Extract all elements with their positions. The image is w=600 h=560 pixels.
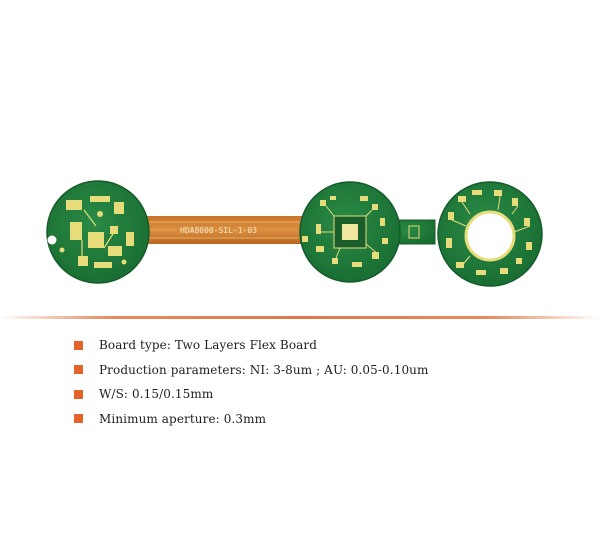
flex-label: HDA8000-SIL-1-03	[180, 226, 257, 235]
pcb-board-right	[437, 181, 543, 287]
square-bullet-icon	[74, 340, 83, 350]
pcb-board-left	[46, 180, 150, 284]
spec-text: Board type: Two Layers Flex Board	[99, 338, 318, 353]
square-bullet-icon	[74, 365, 83, 375]
spec-production-parameters: Production parameters: NI: 3-8um ; AU: 0…	[74, 358, 429, 383]
spec-text: W/S: 0.15/0.15mm	[99, 387, 214, 402]
spec-list: Board type: Two Layers Flex Board Produc…	[74, 333, 429, 431]
spec-line-width-spacing: W/S: 0.15/0.15mm	[74, 382, 429, 407]
spec-text: Minimum aperture: 0.3mm	[99, 411, 267, 426]
spec-board-type: Board type: Two Layers Flex Board	[74, 333, 429, 358]
square-bullet-icon	[74, 389, 83, 399]
spec-minimum-aperture: Minimum aperture: 0.3mm	[74, 407, 429, 432]
square-bullet-icon	[74, 414, 83, 424]
flex-pcb-image: HDA8000-SIL-1-03	[46, 180, 543, 287]
flex-tail: HDA8000-SIL-1-03	[138, 216, 310, 244]
spec-text: Production parameters: NI: 3-8um ; AU: 0…	[99, 362, 429, 377]
section-divider	[0, 316, 600, 319]
pcb-board-middle	[299, 181, 436, 283]
